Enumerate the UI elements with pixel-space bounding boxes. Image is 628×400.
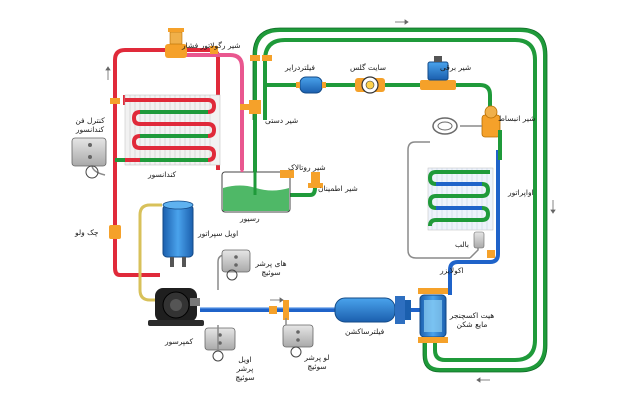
label-suction-filter: فیلترساکشن [345, 327, 385, 336]
label-check-valve: چک ولو [75, 228, 99, 237]
oil-separator [162, 200, 194, 267]
condenser-fan-control-box [71, 137, 107, 179]
receiver [221, 165, 291, 213]
sight-glass [355, 76, 385, 94]
label-sight-glass: سایت گلس [350, 63, 387, 72]
label-condenser: کندانسور [148, 170, 177, 179]
label-compressor: کمپرسور [165, 337, 194, 346]
label-oil-separator: اویل سپراتور [198, 229, 239, 238]
label-pressure-regulator-valve: شیر رگولاتور فشار [182, 41, 241, 50]
label-evaporator: اواپراتور [508, 188, 534, 197]
label-solenoid-valve: شیر برقی [440, 63, 472, 72]
evaporator-coil [427, 167, 494, 231]
pressure-regulator-valve [165, 28, 187, 58]
label-bulb: بالب [455, 240, 470, 249]
filter-drier [296, 76, 326, 94]
check-valve [109, 225, 121, 239]
label-condenser-fan-control: کنترل فن کندانسور [70, 116, 110, 134]
label-filter-drier: فیلتردرایر [285, 63, 316, 72]
compressor [148, 288, 204, 326]
label-high-pressure-switch: های پرشر سوئیچ [255, 259, 287, 277]
oil-return-line [138, 203, 162, 302]
label-low-pressure-switch-text: لو پرشر سوئیچ [304, 353, 330, 371]
low-pressure-switch-box [282, 318, 314, 358]
label-hand-valve: شیر دستی [265, 116, 299, 125]
label-receiver: رسیور [240, 214, 260, 223]
label-safety-valve: شیر اطمینان [318, 184, 358, 193]
liquid-line-outer [253, 28, 547, 372]
label-coil: اکولایزر [440, 266, 464, 275]
expansion-valve [432, 105, 502, 160]
condenser-coil [115, 94, 221, 166]
high-pressure-switch-box [221, 249, 251, 281]
label-high-pressure-switch-text: های پرشر سوئیچ [255, 259, 287, 277]
hand-valve [240, 100, 261, 114]
safety-valve [308, 172, 323, 188]
suction-line [200, 150, 500, 312]
label-heat-exchanger: هیت اکسچنجر مایع شکن [448, 311, 496, 329]
rotalock-valve [280, 170, 294, 178]
label-low-pressure-switch: لو پرشر سوئیچ [302, 353, 332, 371]
label-oil-pressure-switch: اویل پرشر سوئیچ [230, 355, 260, 382]
hot-gas-line [185, 53, 244, 170]
label-oil-pressure-switch-text: اویل پرشر سوئیچ [235, 355, 255, 382]
label-heat-exchanger-text: هیت اکسچنجر مایع شکن [449, 311, 495, 329]
label-condenser-fan-control-text: کنترل فن کندانسور [75, 116, 105, 134]
oil-pressure-switch-box [204, 325, 236, 362]
liquid-line-top [265, 83, 492, 115]
suction-filter [334, 296, 411, 324]
label-rotalock-valve: شیر روتالاک [288, 163, 326, 172]
flow-arrows [105, 19, 556, 383]
heat-exchanger [418, 288, 448, 343]
solenoid-valve [420, 56, 456, 90]
fittings [110, 46, 495, 320]
bulb-sensor [473, 231, 485, 249]
label-expansion-valve: شیر انبساط [498, 114, 536, 123]
